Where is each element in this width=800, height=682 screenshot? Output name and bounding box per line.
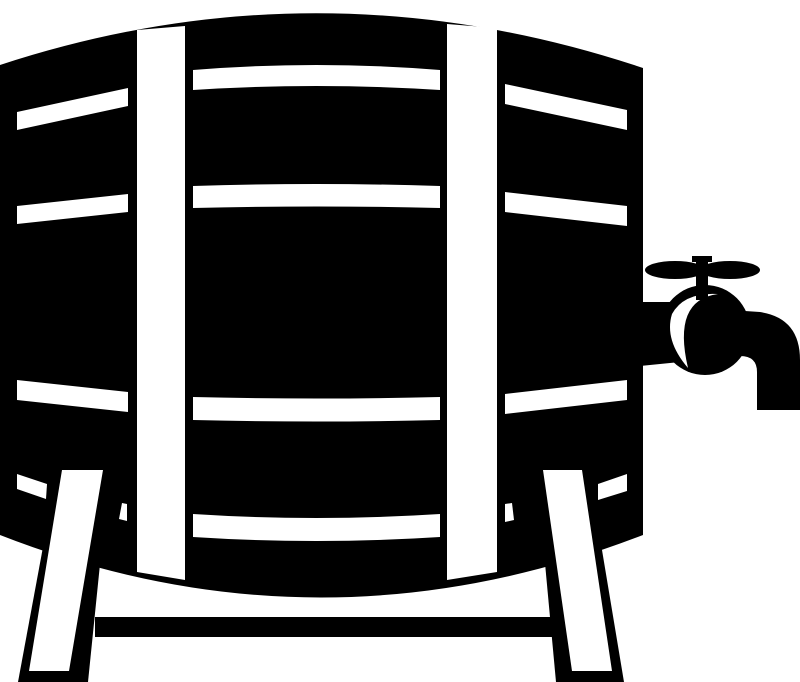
band-left-1 — [17, 88, 128, 130]
tap-handle-right-wing — [700, 261, 760, 279]
band-right-2 — [505, 192, 627, 226]
band-center-1 — [193, 65, 440, 90]
band-center-3 — [193, 397, 440, 422]
band-left-4 — [17, 474, 47, 499]
tap-handle-left-wing — [645, 261, 705, 279]
tap-handle-cap — [692, 256, 712, 262]
band-right-4 — [598, 474, 627, 500]
right-stave — [447, 24, 497, 580]
band-center-4 — [193, 514, 440, 541]
left-stave — [137, 26, 185, 580]
band-center-2 — [193, 184, 440, 208]
band-left-2 — [17, 194, 128, 224]
stand-crossbar — [95, 617, 555, 637]
tap-handle-stem — [696, 256, 708, 300]
barrel-body — [0, 13, 643, 598]
left-leg-highlight — [29, 470, 103, 671]
band-right-3 — [505, 380, 627, 414]
band-right-5 — [505, 503, 514, 522]
right-leg-highlight — [543, 470, 612, 671]
tap-valve-highlight — [670, 293, 718, 368]
band-left-3 — [17, 380, 128, 412]
tap — [640, 256, 800, 410]
band-right-1 — [505, 84, 627, 130]
barrel-stand — [18, 466, 624, 682]
band-left-5 — [119, 503, 127, 521]
